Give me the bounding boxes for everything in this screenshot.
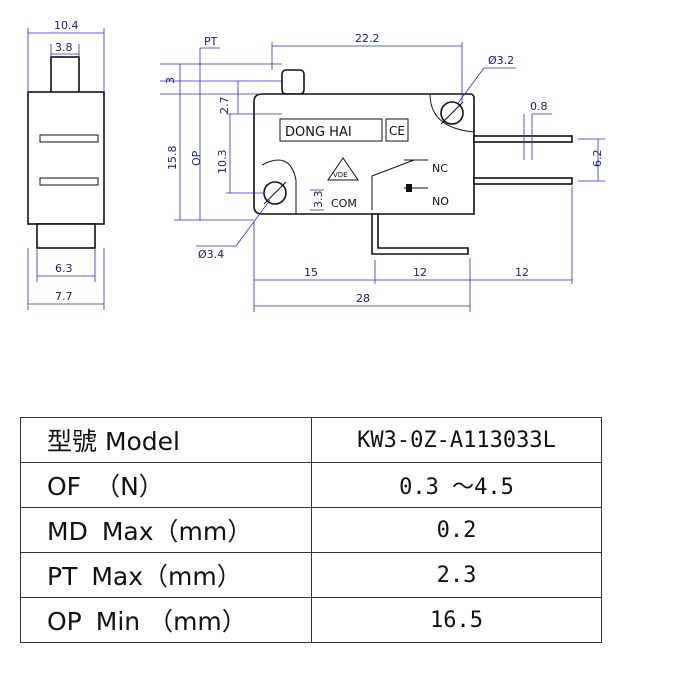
spec-unit: Max（mm） xyxy=(101,517,253,546)
dim-hole-left: Ø3.4 xyxy=(198,248,224,261)
com-label: COM xyxy=(331,197,357,210)
spec-key-cell: 型號 Model xyxy=(20,417,312,463)
spec-value: 2.3 xyxy=(311,552,602,598)
dim-plunger-width: 3.8 xyxy=(55,41,73,54)
spec-unit: Max（mm） xyxy=(91,562,242,591)
dim-seg-12b: 12 xyxy=(515,266,529,279)
spec-row: OF （N） 0.3 ～4.5 xyxy=(20,462,602,508)
dim-overall-width: 7.7 xyxy=(55,290,73,303)
spec-row: 型號 Model KW3-0Z-A113033L xyxy=(20,417,602,463)
op-label: OP xyxy=(190,150,203,166)
dim-seg-15: 15 xyxy=(304,266,318,279)
terminal-nc xyxy=(473,135,573,143)
dim-2-7: 2.7 xyxy=(218,97,231,115)
spec-value: 16.5 xyxy=(311,597,602,643)
spec-key-cell: PT Max（mm） xyxy=(20,552,312,598)
ce-mark: CE xyxy=(389,124,405,138)
dim-length-top: 22.2 xyxy=(355,32,380,45)
spec-key: OP xyxy=(47,607,82,636)
spec-unit: （N） xyxy=(95,472,164,501)
dim-seg-12a: 12 xyxy=(413,266,427,279)
spec-key: PT xyxy=(47,562,78,591)
nc-label: NC xyxy=(432,162,448,175)
dim-terminal-thickness: 0.8 xyxy=(530,100,548,113)
dim-height-10-3: 10.3 xyxy=(216,150,229,175)
spec-value: 0.2 xyxy=(311,507,602,553)
dim-3-3: 3.3 xyxy=(312,191,325,209)
spec-key: OF xyxy=(47,472,82,501)
spec-row: OP Min （mm） 16.5 xyxy=(20,597,602,643)
switch-dimension-drawing: 10.4 3.8 6.3 7.7 DONG HAI CE xyxy=(27,19,605,312)
spec-unit: Min （mm） xyxy=(95,607,247,636)
vde-mark: VDE xyxy=(333,171,348,179)
side-terminal-slot-lower xyxy=(39,177,99,186)
dim-terminal-pitch: 6.2 xyxy=(591,150,604,168)
dim-top-width: 10.4 xyxy=(54,19,79,32)
brand-label: DONG HAI xyxy=(285,125,352,140)
spec-key: MD xyxy=(47,517,88,546)
brand-plate xyxy=(279,118,383,142)
side-plunger xyxy=(50,56,80,94)
no-label: NO xyxy=(432,195,449,208)
spec-key: 型號 Model xyxy=(47,427,181,456)
dim-length-28: 28 xyxy=(356,292,370,305)
vde-triangle-icon xyxy=(327,157,359,181)
terminal-no xyxy=(473,177,573,185)
dim-hole-right: Ø3.2 xyxy=(488,54,514,67)
side-body xyxy=(27,91,105,225)
side-view: 10.4 3.8 6.3 7.7 xyxy=(27,19,105,310)
pt-label: PT xyxy=(204,35,218,48)
terminal-com xyxy=(371,213,469,255)
spec-key-cell: OP Min （mm） xyxy=(20,597,312,643)
dim-base-width: 6.3 xyxy=(55,262,73,275)
dim-3: 3 xyxy=(164,77,177,84)
side-terminal-slot-upper xyxy=(39,134,99,143)
spec-key-cell: OF （N） xyxy=(20,462,312,508)
spec-row: MD Max（mm） 0.2 xyxy=(20,507,602,553)
spec-key-cell: MD Max（mm） xyxy=(20,507,312,553)
spec-row: PT Max（mm） 2.3 xyxy=(20,552,602,598)
front-body xyxy=(253,93,475,215)
front-view: DONG HAI CE VDE COM NC NO PT 22.2 Ø3.2 xyxy=(160,32,605,312)
side-base xyxy=(36,223,96,249)
spec-value: 0.3 ～4.5 xyxy=(311,462,602,508)
front-plunger xyxy=(281,69,305,95)
dim-height-15-8: 15.8 xyxy=(166,146,179,171)
spec-value: KW3-0Z-A113033L xyxy=(311,417,602,463)
